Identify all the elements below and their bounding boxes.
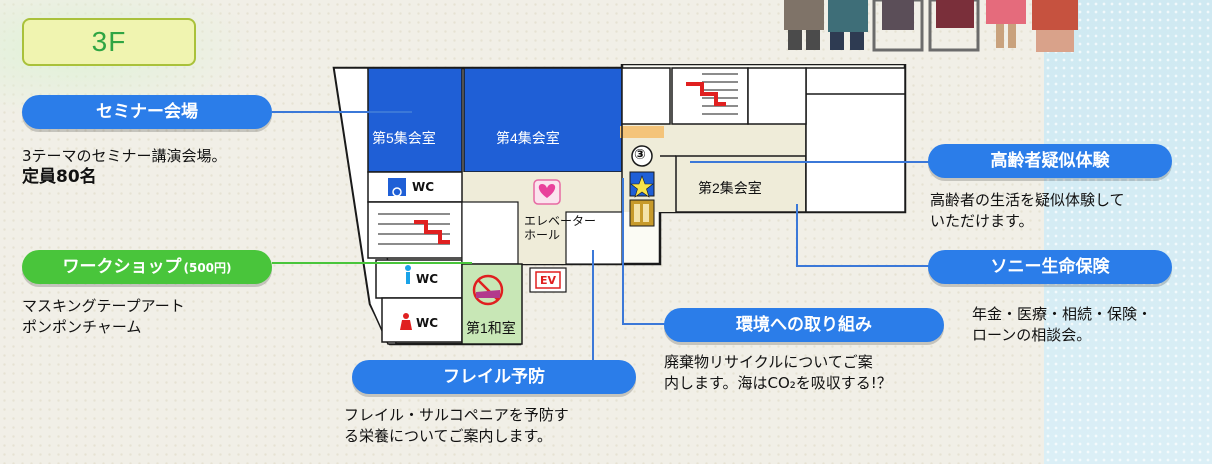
workshop-title: ワークショップ — [62, 257, 182, 277]
people-illustration — [784, 0, 1078, 52]
sony-connector-v — [796, 204, 798, 266]
workshop-desc-line1: マスキングテープアート — [22, 297, 185, 315]
workshop-connector — [272, 262, 472, 264]
aging-desc-line1: 高齢者の生活を疑似体験して — [930, 191, 1125, 209]
env-desc-line1: 廃棄物リサイクルについてご案 — [664, 353, 873, 371]
sony-desc-line2: ローンの相談会。 — [972, 326, 1092, 344]
sony-desc: 年金・医療・相続・保険・ ローンの相談会。 — [972, 304, 1152, 346]
wc-label-3: WC — [416, 316, 439, 330]
frail-desc-line2: る栄養についてご案内します。 — [344, 427, 553, 445]
workshop-desc-line2: ポンポンチャーム — [22, 318, 142, 336]
sony-desc-line1: 年金・医療・相続・保険・ — [972, 305, 1153, 323]
room-5-label: 第5集会室 — [372, 130, 436, 146]
elevator-hall-label: エレベーター ホール — [524, 214, 597, 242]
frail-desc: フレイル・サルコペニアを予防す る栄養についてご案内します。 — [344, 405, 569, 447]
aging-connector — [690, 161, 930, 163]
wc-label-2: WC — [416, 272, 439, 286]
workshop-price: (500円) — [183, 261, 232, 275]
seminar-desc: 3テーマのセミナー講演会場。 定員80名 — [22, 146, 227, 188]
aging-desc-line2: いただけます。 — [930, 212, 1034, 230]
booth-number: ③ — [634, 147, 646, 163]
env-connector-v — [622, 178, 624, 324]
washitsu-label: 第1和室 — [466, 320, 516, 336]
room-2-label: 第2集会室 — [698, 180, 762, 196]
floor-plan — [332, 64, 907, 346]
env-pill: 環境への取り組み — [664, 308, 944, 342]
aging-pill: 高齢者疑似体験 — [928, 144, 1172, 178]
seminar-connector — [272, 111, 412, 113]
sony-connector-h — [796, 265, 930, 267]
seminar-capacity: 定員80名 — [22, 167, 97, 187]
env-desc-line2: 内します。海はCO₂を吸収する!？ — [664, 374, 892, 392]
seminar-desc-line1: 3テーマのセミナー講演会場。 — [22, 147, 227, 165]
workshop-pill: ワークショップ(500円) — [22, 250, 272, 284]
frail-connector-v — [592, 250, 594, 362]
floor-badge: 3F — [22, 18, 196, 66]
frail-pill: フレイル予防 — [352, 360, 636, 394]
seminar-pill: セミナー会場 — [22, 95, 272, 129]
workshop-desc: マスキングテープアート ポンポンチャーム — [22, 296, 185, 338]
env-connector-h — [622, 323, 666, 325]
wc-label-1: WC — [412, 180, 435, 194]
sony-pill: ソニー生命保険 — [928, 250, 1172, 284]
water-pattern — [1044, 0, 1212, 464]
frail-desc-line1: フレイル・サルコペニアを予防す — [344, 406, 569, 424]
aging-desc: 高齢者の生活を疑似体験して いただけます。 — [930, 190, 1125, 232]
env-desc: 廃棄物リサイクルについてご案 内します。海はCO₂を吸収する!？ — [664, 352, 892, 394]
room-4-label: 第4集会室 — [496, 130, 560, 146]
ev-label: EV — [540, 274, 557, 287]
